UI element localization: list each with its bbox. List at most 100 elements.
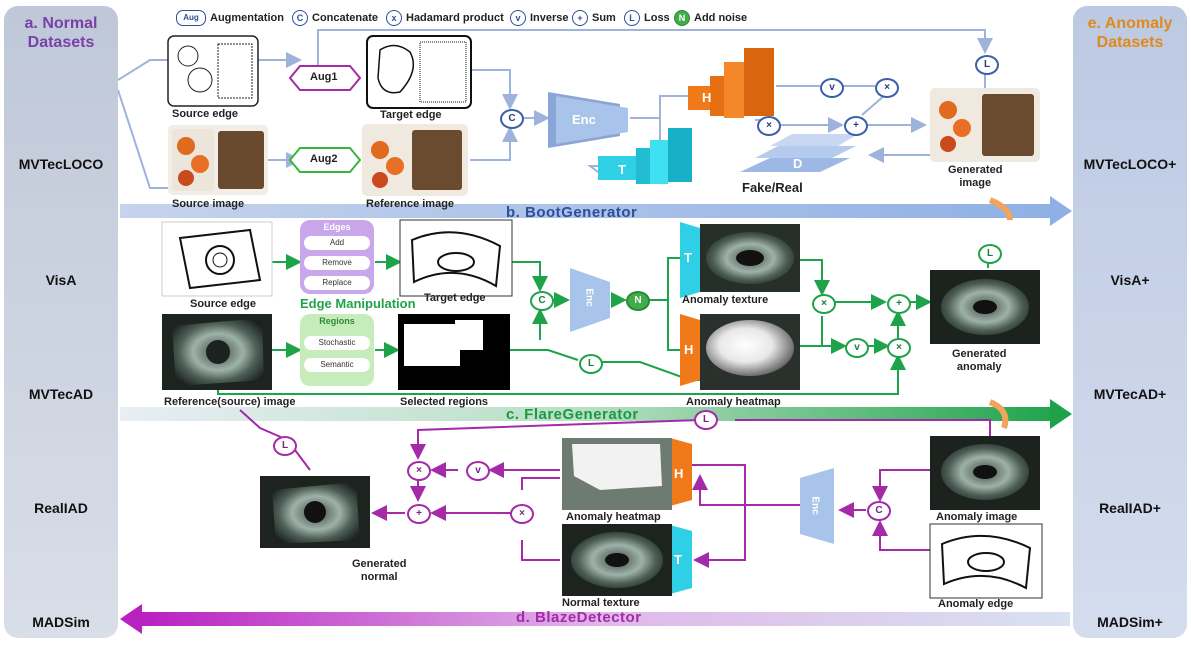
boot-hadamard-node-mid: × xyxy=(757,116,781,136)
boot-t-label: T xyxy=(618,162,626,177)
blaze-enc-label: Enc xyxy=(809,496,821,515)
dataset-label-realiad-plus: RealIAD+ xyxy=(1099,500,1161,516)
flare-h-label: H xyxy=(684,342,694,357)
augmentation-icon: Aug xyxy=(176,10,206,26)
boot-source-image-label: Source image xyxy=(172,198,245,210)
boot-source-edge-image xyxy=(167,35,259,107)
legend-concatenate-label: Concatenate xyxy=(312,11,379,24)
blaze-hadamard-node-top: × xyxy=(407,461,431,481)
dataset-label-madsim: MADSim xyxy=(32,614,90,630)
loss-icon: L xyxy=(624,10,640,26)
aug1-shape xyxy=(288,65,362,91)
regions-operations-list: Regions Stochastic Semantic xyxy=(300,314,374,386)
anomaly-datasets-panel: e. Anomaly Datasets MVTecLOCO+ VisA+ MVT… xyxy=(1073,6,1187,638)
blaze-generated-normal-label: Generated normal xyxy=(352,558,407,583)
flare-inverse-node: v xyxy=(845,338,869,358)
stage-bootgenerator-label: b. BootGenerator xyxy=(506,204,638,221)
dataset-label-madsim-plus: MADSim+ xyxy=(1097,614,1163,630)
boot-target-edge-image xyxy=(366,35,472,109)
blaze-h-decoder xyxy=(670,438,692,506)
boot-hadamard-node-top: × xyxy=(875,78,899,98)
edges-replace-option: Replace xyxy=(304,276,370,290)
blaze-hadamard-node-bottom: × xyxy=(510,504,534,524)
flare-generated-anomaly-image xyxy=(930,270,1040,344)
blaze-anomaly-image-label: Anomaly image xyxy=(936,511,1018,523)
dataset-label-mvtecloco: MVTecLOCO xyxy=(18,156,104,172)
flare-source-edge-label: Source edge xyxy=(190,298,257,310)
blaze-concatenate-node: C xyxy=(867,501,891,521)
boot-to-flare-arrow xyxy=(988,197,1013,221)
blaze-anomaly-heatmap-label: Anomaly heatmap xyxy=(566,511,661,523)
boot-h-label: H xyxy=(702,90,712,105)
flare-final-loss-node: L xyxy=(978,244,1002,264)
flare-reference-image xyxy=(162,314,272,390)
dataset-label-visa: VisA xyxy=(45,272,77,288)
flare-loss-node: L xyxy=(579,354,603,374)
dataset-label-visa-plus: VisA+ xyxy=(1110,272,1150,288)
flare-h-decoder xyxy=(680,314,700,386)
stage-flaregenerator-label: c. FlareGenerator xyxy=(506,406,639,423)
fake-real-label: Fake/Real xyxy=(742,180,803,195)
blaze-anomaly-image xyxy=(930,436,1040,510)
edges-add-option: Add xyxy=(304,236,370,250)
boot-reference-image-label: Reference image xyxy=(366,198,455,210)
regions-stochastic-option: Stochastic xyxy=(304,336,370,350)
legend-loss-label: Loss xyxy=(644,11,670,24)
flare-anomaly-heatmap-label: Anomaly heatmap xyxy=(686,396,781,408)
legend-augmentation-label: Augmentation xyxy=(210,11,284,24)
flare-target-edge-label: Target edge xyxy=(424,292,486,304)
flare-hadamard-node-bottom: × xyxy=(887,338,911,358)
edges-remove-option: Remove xyxy=(304,256,370,270)
stage-blazedetector-label: d. BlazeDetector xyxy=(516,609,642,626)
boot-t-decoder xyxy=(598,128,692,184)
flare-source-edge-image xyxy=(161,221,273,297)
boot-loss-node: L xyxy=(975,55,999,75)
normal-datasets-panel: a. Normal Datasets MVTecLOCO VisA MVTecA… xyxy=(4,6,118,638)
dataset-label-mvtecloco-plus: MVTecLOCO+ xyxy=(1083,156,1177,172)
boot-sum-node: + xyxy=(844,116,868,136)
legend-concatenate: C Concatenate xyxy=(292,10,378,26)
anomaly-datasets-title: e. Anomaly Datasets xyxy=(1087,15,1173,51)
blaze-inverse-node: v xyxy=(466,461,490,481)
boot-discriminator xyxy=(740,134,858,172)
blaze-loss-node-top: L xyxy=(694,410,718,430)
regions-semantic-option: Semantic xyxy=(304,358,370,372)
dataset-label-realiad: RealIAD xyxy=(34,500,88,516)
boot-d-label: D xyxy=(793,156,803,171)
boot-inverse-node: v xyxy=(820,78,844,98)
regions-title: Regions xyxy=(319,316,355,326)
boot-generated-image-label: Generated image xyxy=(948,164,1003,189)
legend-augmentation: Aug Augmentation xyxy=(176,10,284,26)
dataset-label-mvtecad-plus: MVTecAD+ xyxy=(1093,386,1167,402)
blazedetector-band xyxy=(120,604,1070,634)
legend-add-noise-label: Add noise xyxy=(694,11,748,24)
flare-add-noise-node: N xyxy=(626,291,650,311)
concatenate-icon: C xyxy=(292,10,308,26)
legend-inverse-label: Inverse xyxy=(530,11,569,24)
flare-to-blaze-arrow xyxy=(988,399,1009,429)
sum-icon: + xyxy=(572,10,588,26)
flare-selected-regions-label: Selected regions xyxy=(400,396,489,408)
flare-t-decoder xyxy=(680,222,700,298)
edges-title: Edges xyxy=(323,222,351,232)
boot-source-edge-label: Source edge xyxy=(172,108,239,120)
boot-h-decoder xyxy=(688,48,774,118)
flare-enc-label: Enc xyxy=(583,288,595,307)
flare-target-edge-image xyxy=(399,219,513,297)
flare-reference-image-label: Reference(source) image xyxy=(164,396,296,408)
flare-t-label: T xyxy=(684,250,692,265)
aug2-shape xyxy=(288,147,362,173)
legend-sum: +Sum xyxy=(572,10,616,26)
dataset-label-mvtecad: MVTecAD xyxy=(28,386,94,402)
legend-hadamard-label: Hadamard product xyxy=(406,11,504,24)
blaze-connections xyxy=(239,409,991,568)
edges-operations-list: Edges Add Remove Replace xyxy=(300,220,374,294)
aug1-label: Aug1 xyxy=(310,71,338,83)
bootgenerator-band xyxy=(120,196,1072,226)
flare-anomaly-heatmap-image xyxy=(700,314,800,390)
normal-datasets-title: a. Normal Datasets xyxy=(24,15,98,51)
